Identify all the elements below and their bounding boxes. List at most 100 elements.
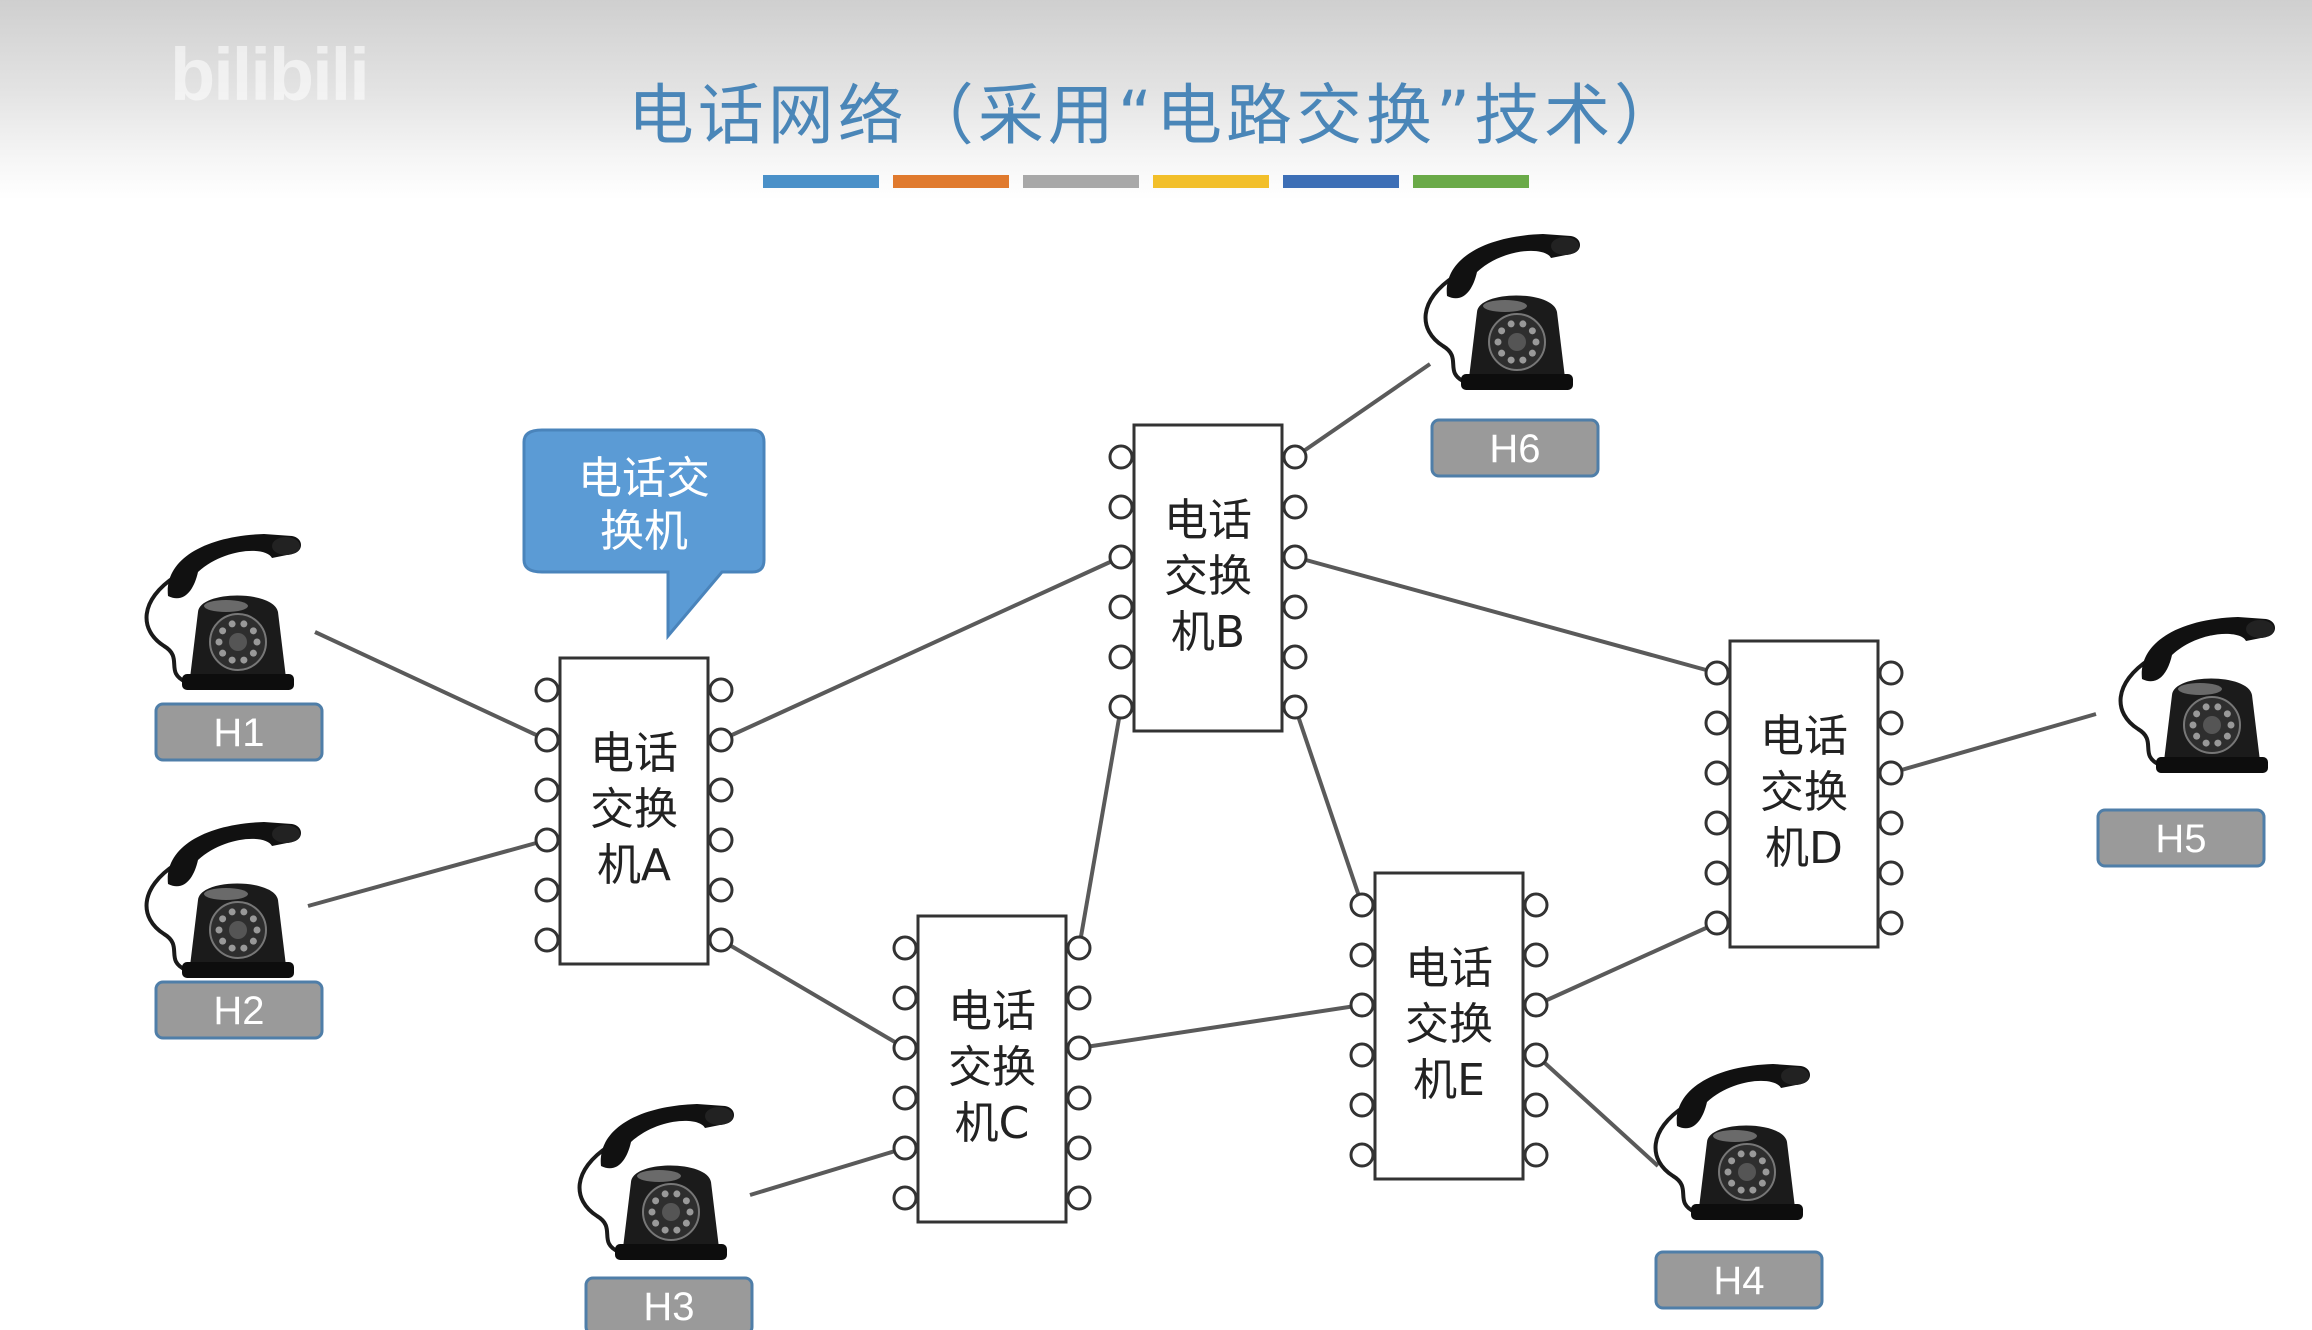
link-e-d <box>1535 921 1718 1007</box>
telephone-icon <box>1653 1064 1810 1220</box>
switch-port <box>892 1135 918 1161</box>
switch-port <box>1704 710 1730 736</box>
switch-label-1: 电话 <box>1405 943 1493 994</box>
link-a-b <box>720 555 1122 742</box>
host-h5: H5 <box>2096 617 2275 868</box>
host-label: H2 <box>213 989 264 1033</box>
links <box>307 362 2097 1197</box>
telephone-icon <box>1423 234 1580 390</box>
switch-port <box>1349 1042 1375 1068</box>
switch-box <box>1373 871 1525 1181</box>
link-c-b <box>1077 706 1123 949</box>
link-d-h5 <box>1890 712 2097 775</box>
switch-port <box>534 877 560 903</box>
host-label-box <box>154 702 324 762</box>
switch-port <box>1066 1085 1092 1111</box>
callout-bubble <box>522 428 766 641</box>
switch-port <box>1108 494 1134 520</box>
switch-port <box>708 877 734 903</box>
page-title: 电话网络（采用“电路交换”技术） <box>627 77 1685 154</box>
switch-port <box>1108 644 1134 670</box>
switch-label-3: 机B <box>1171 607 1245 658</box>
color-bar-segment <box>1283 175 1399 188</box>
switch-port <box>1282 694 1308 720</box>
switch-port <box>1066 1185 1092 1211</box>
switch-port <box>534 927 560 953</box>
switch-box <box>916 914 1068 1224</box>
switch-port <box>892 985 918 1011</box>
telephone-icon <box>2118 617 2275 773</box>
switch-label-2: 交换 <box>948 1042 1036 1093</box>
switch-label-2: 交换 <box>1760 767 1848 818</box>
host-h6: H6 <box>1423 234 1600 478</box>
switch-port <box>1066 935 1092 961</box>
switch-label-3: 机E <box>1413 1055 1485 1106</box>
switch-port <box>892 935 918 961</box>
switch-port <box>1704 810 1730 836</box>
link-e-h4 <box>1534 1053 1660 1168</box>
switch-label-2: 交换 <box>1405 999 1493 1050</box>
host-label: H1 <box>213 711 264 755</box>
switch-port <box>1523 1092 1549 1118</box>
switch-port <box>1878 810 1904 836</box>
switch-label-1: 电话 <box>590 728 678 779</box>
host-label-box <box>2096 808 2266 868</box>
switch-port <box>1349 1092 1375 1118</box>
switch-port <box>1282 594 1308 620</box>
switch-port <box>534 677 560 703</box>
switch-port <box>1878 910 1904 936</box>
telephone-icon <box>577 1104 734 1260</box>
telephone-icon <box>144 822 301 978</box>
switch-port <box>534 777 560 803</box>
switch-port <box>1066 1135 1092 1161</box>
switch-port <box>1349 892 1375 918</box>
host-label: H6 <box>1489 427 1540 471</box>
host-label: H5 <box>2155 817 2206 861</box>
switch-label-1: 电话 <box>1760 711 1848 762</box>
color-bar-segment <box>893 175 1009 188</box>
host-h2: H2 <box>144 822 324 1040</box>
switch-port <box>1523 892 1549 918</box>
switch-box <box>1728 639 1880 949</box>
switch-port <box>1282 644 1308 670</box>
switch-port <box>708 677 734 703</box>
switch-port <box>1704 760 1730 786</box>
color-bar <box>763 175 1529 188</box>
host-label-box <box>1654 1250 1824 1310</box>
switch-port <box>1282 444 1308 470</box>
switch-port <box>534 827 560 853</box>
callout-line-2: 换机 <box>600 506 688 557</box>
switch-port <box>1349 992 1375 1018</box>
link-b-d <box>1294 555 1718 675</box>
switch-port <box>1108 544 1134 570</box>
host-h3: H3 <box>577 1104 754 1330</box>
switch-port <box>708 777 734 803</box>
switch-port <box>892 1085 918 1111</box>
switch-port <box>1704 910 1730 936</box>
switch-port <box>892 1035 918 1061</box>
switch-label-2: 交换 <box>590 784 678 835</box>
switch-port <box>1108 444 1134 470</box>
switch-label-3: 机C <box>955 1098 1030 1149</box>
switch-port <box>1349 942 1375 968</box>
switch-label-1: 电话 <box>1164 495 1252 546</box>
switch-callout: 电话交 换机 <box>522 428 766 641</box>
switch-port <box>1282 494 1308 520</box>
watermark: bilibili <box>170 33 370 116</box>
host-label-box <box>584 1276 754 1330</box>
callout-line-1: 电话交 <box>578 453 710 504</box>
switch-box <box>1132 423 1284 733</box>
color-bar-segment <box>1153 175 1269 188</box>
host-label: H3 <box>643 1285 694 1329</box>
switch-port <box>1704 860 1730 886</box>
host-h4: H4 <box>1653 1064 1824 1310</box>
switch-port <box>1066 985 1092 1011</box>
link-a-c <box>719 938 907 1050</box>
